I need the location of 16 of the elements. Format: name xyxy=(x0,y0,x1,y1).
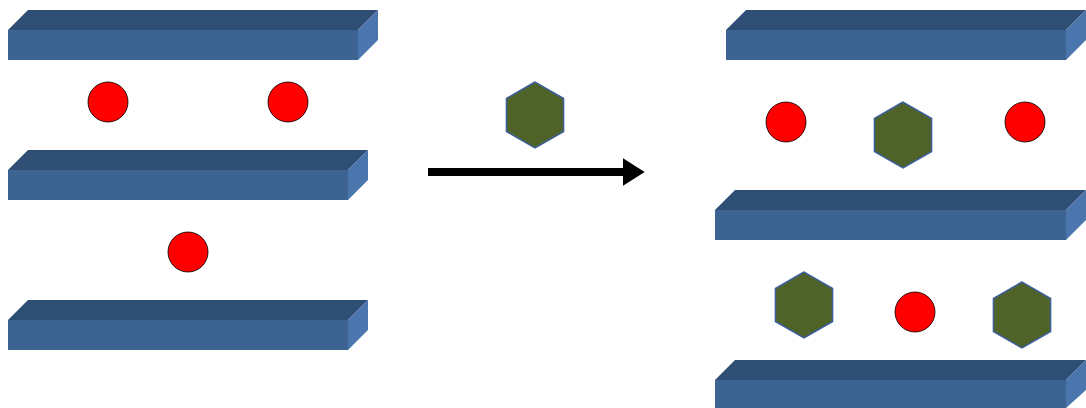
layer-slab xyxy=(8,300,368,350)
ion-circle xyxy=(894,291,936,333)
molecule-hexagon xyxy=(873,101,933,169)
ion-circle xyxy=(1004,101,1046,143)
ion-circle xyxy=(765,101,807,143)
molecule-hexagon xyxy=(505,81,565,149)
ion-circle xyxy=(267,81,309,123)
ion-circle xyxy=(167,231,209,273)
layer-slab xyxy=(8,150,368,200)
layer-slab xyxy=(726,10,1086,60)
layer-slab xyxy=(715,190,1086,240)
molecule-hexagon xyxy=(992,281,1052,349)
ion-circle xyxy=(87,81,129,123)
layer-slab xyxy=(715,360,1086,408)
molecule-hexagon xyxy=(774,271,834,339)
layer-slab xyxy=(8,10,378,60)
